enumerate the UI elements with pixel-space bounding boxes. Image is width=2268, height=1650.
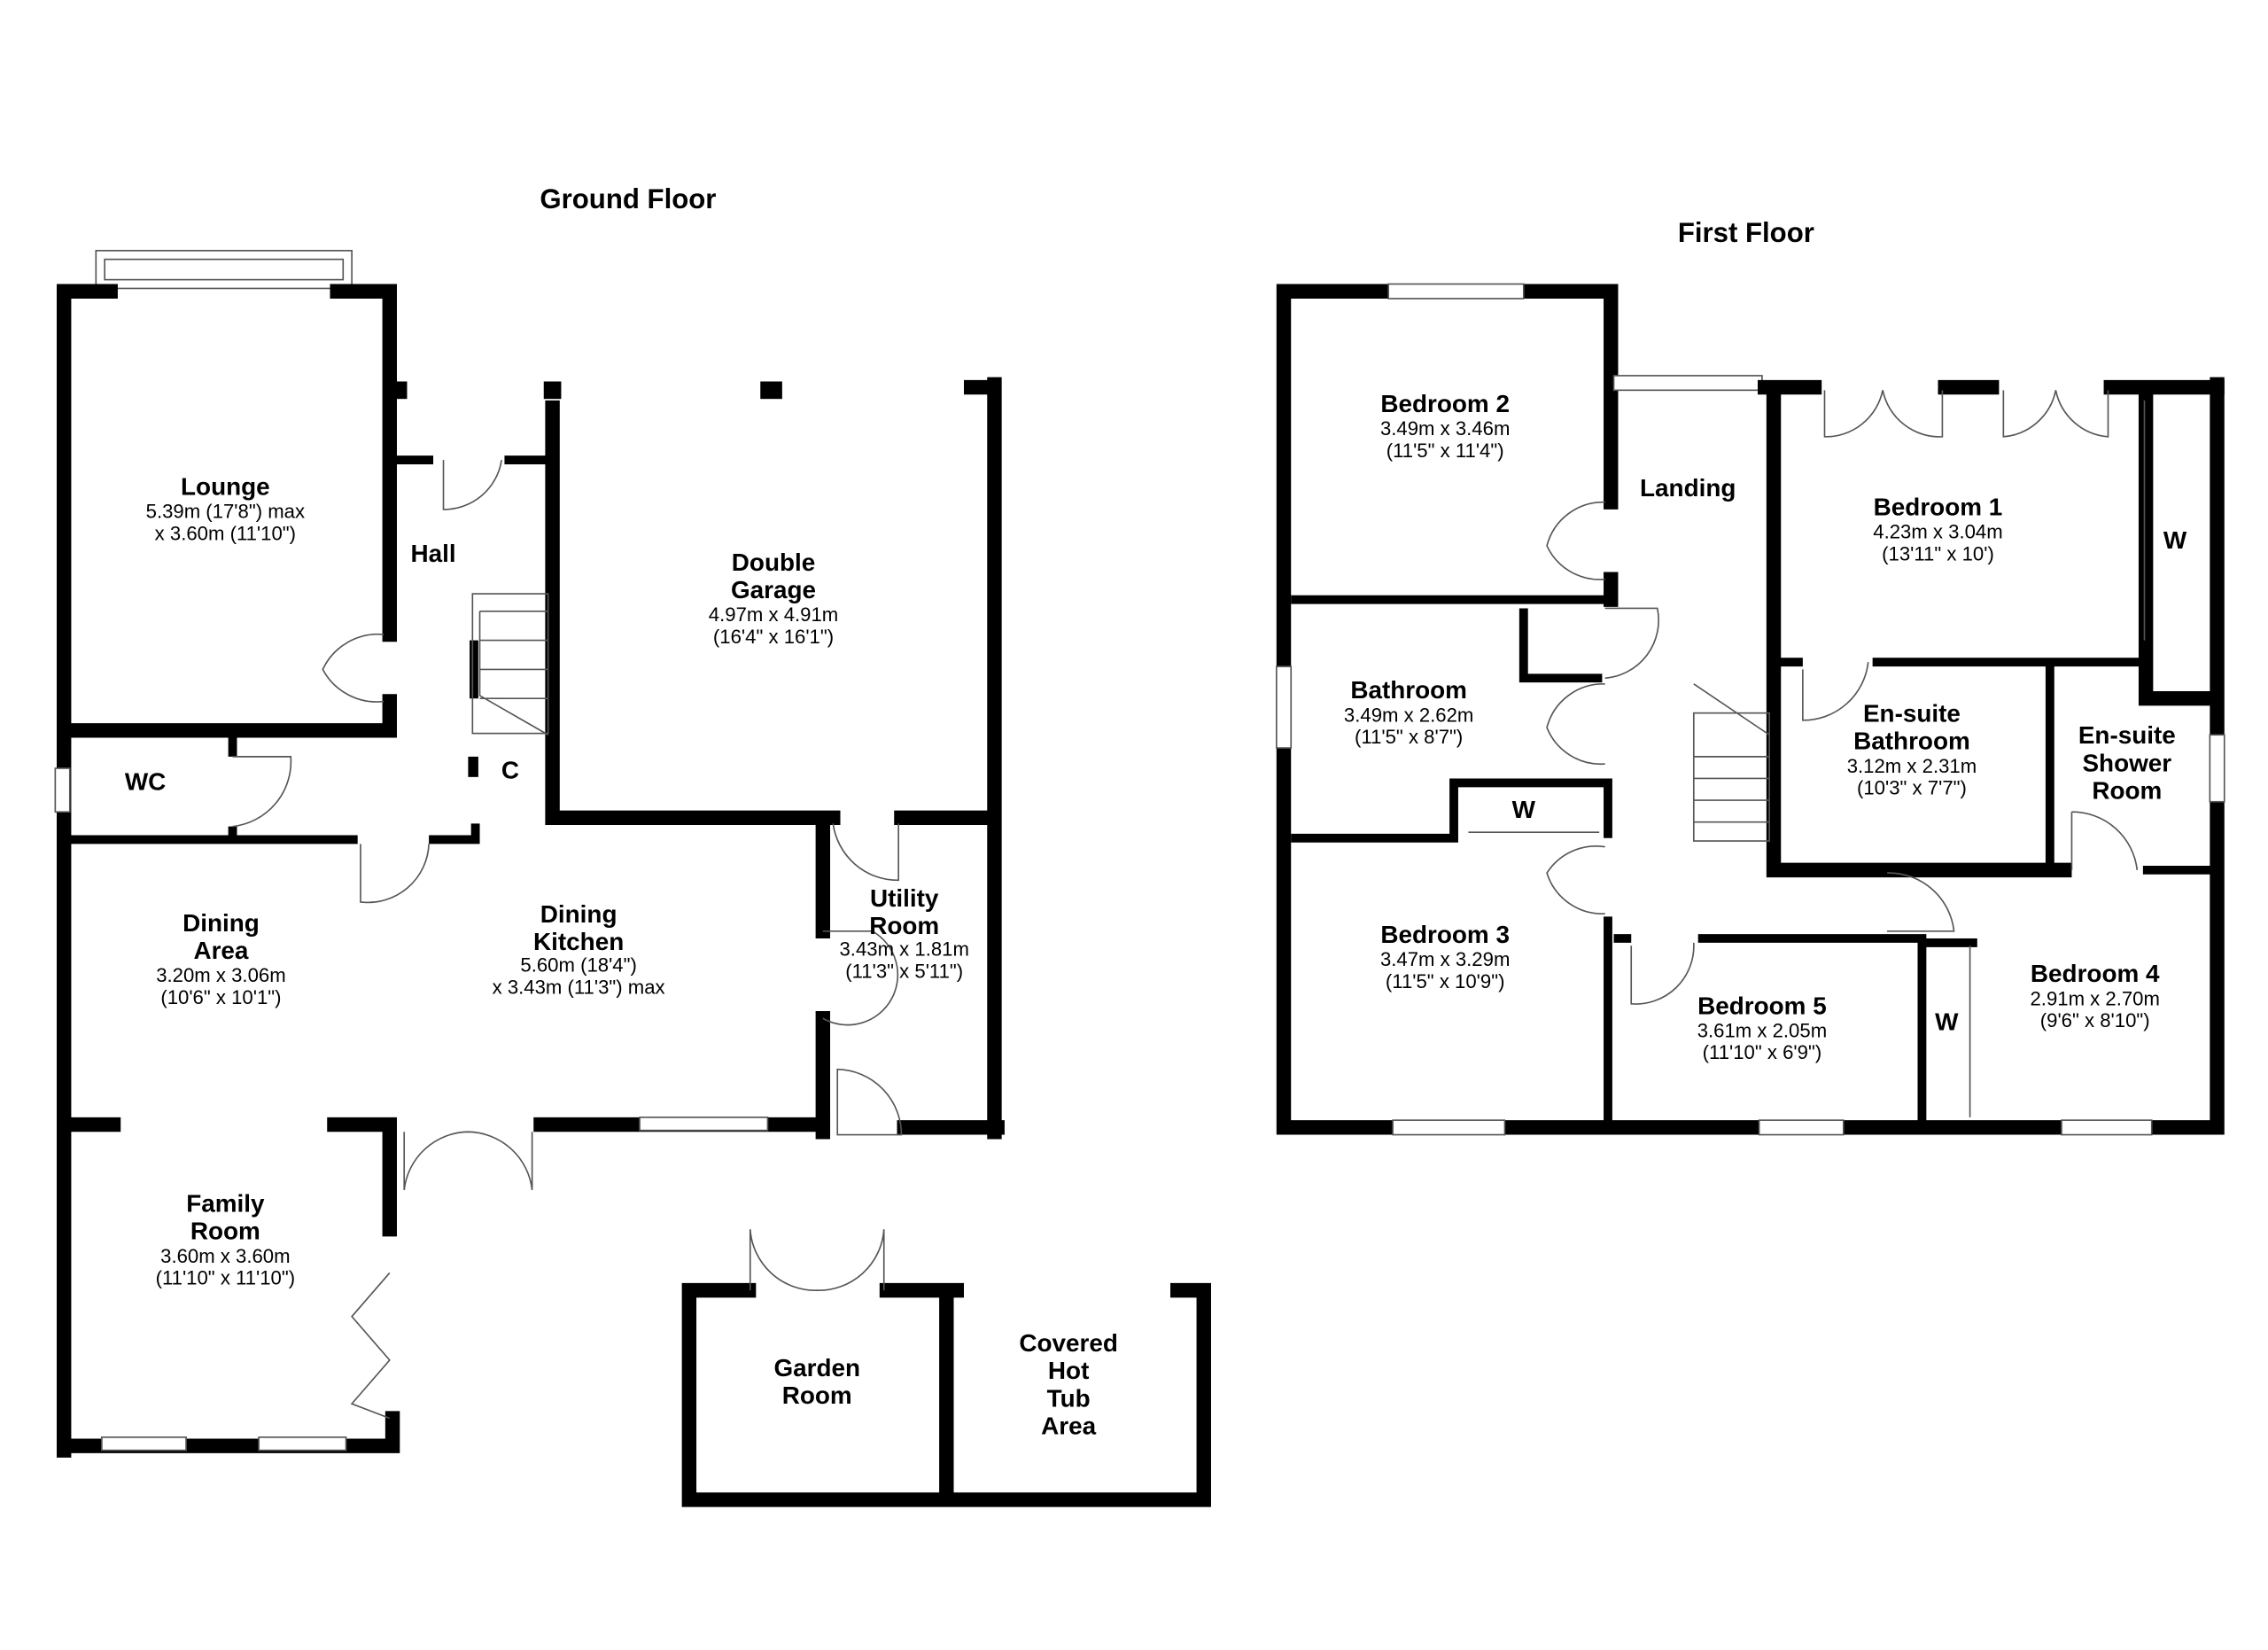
room-utility: Utility Room 3.43m x 1.81m (11'3" x 5'11… xyxy=(839,884,968,982)
room-name: En-suite xyxy=(1863,699,1961,727)
room-dims: 3.60m x 3.60m xyxy=(160,1245,290,1267)
room-name: Bedroom 3 xyxy=(1380,921,1510,948)
room-dims: 3.49m x 2.62m xyxy=(1344,704,1473,726)
room-dims: (13'11" x 10') xyxy=(1882,542,1994,564)
room-name: Lounge xyxy=(181,472,270,500)
room-dims: (11'10" x 11'10") xyxy=(156,1267,296,1289)
room-name: Bedroom 4 xyxy=(2031,960,2160,987)
room-dining-area: Dining Area 3.20m x 3.06m (10'6" x 10'1"… xyxy=(156,909,285,1008)
room-name: Room xyxy=(782,1381,852,1409)
room-dims: (11'5" x 8'7") xyxy=(1355,726,1463,748)
room-dims: 5.60m (18'4") xyxy=(520,954,636,977)
room-dims: x 3.43m (11'3") max xyxy=(493,976,665,998)
room-name: Area xyxy=(1041,1413,1096,1440)
ground-floor-walls xyxy=(54,249,1211,1507)
first-doors xyxy=(1468,390,2146,1117)
room-hot-tub: Covered Hot Tub Area xyxy=(1019,1329,1118,1440)
room-bedroom2: Bedroom 2 3.49m x 3.46m (11'5" x 11'4") xyxy=(1380,390,1510,462)
room-name: Bathroom xyxy=(1350,676,1467,704)
room-name: Family xyxy=(186,1190,265,1218)
room-name: Area xyxy=(193,937,248,964)
room-name: Bedroom 1 xyxy=(1874,493,2003,520)
room-name: En-suite xyxy=(2078,721,2176,749)
room-name: Garage xyxy=(731,576,816,603)
room-name: Dining xyxy=(183,909,260,937)
room-name: Dining xyxy=(540,900,617,928)
room-dims: 3.43m x 1.81m xyxy=(839,938,968,961)
room-dims: (11'5" x 10'9") xyxy=(1386,970,1505,992)
room-name: Bedroom 2 xyxy=(1380,390,1510,417)
room-name: Garden xyxy=(773,1354,860,1381)
room-bathroom: Bathroom 3.49m x 2.62m (11'5" x 8'7") xyxy=(1344,676,1473,748)
room-dims: (11'5" x 11'4") xyxy=(1386,440,1504,462)
first-floor-title: First Floor xyxy=(1678,217,1814,248)
room-dims: (9'6" x 8'10") xyxy=(2040,1009,2150,1031)
room-name: Room xyxy=(2092,776,2162,804)
room-name: Double xyxy=(732,549,815,576)
room-name: Utility xyxy=(870,884,939,912)
room-garden-room: Garden Room xyxy=(773,1354,860,1409)
room-bedroom3: Bedroom 3 3.47m x 3.29m (11'5" x 10'9") xyxy=(1380,921,1510,992)
room-dims: (11'10" x 6'9") xyxy=(1703,1041,1822,1063)
room-cupboard: C xyxy=(501,756,519,783)
ground-stairs xyxy=(471,593,549,735)
room-dims: 4.97m x 4.91m xyxy=(709,603,838,626)
room-dims: x 3.60m (11'10") xyxy=(155,522,296,544)
room-name: Tub xyxy=(1047,1384,1091,1412)
room-lounge: Lounge 5.39m (17'8") max x 3.60m (11'10"… xyxy=(146,472,305,544)
room-ensuite-shower: En-suite Shower Room xyxy=(2078,721,2176,804)
room-dims: 3.12m x 2.31m xyxy=(1847,755,1977,777)
room-dims: (11'3" x 5'11") xyxy=(845,960,963,982)
room-wardrobe2: W xyxy=(1512,796,1536,823)
room-dims: 3.20m x 3.06m xyxy=(156,964,285,986)
room-family-room: Family Room 3.60m x 3.60m (11'10" x 11'1… xyxy=(156,1190,296,1289)
room-bedroom1: Bedroom 1 4.23m x 3.04m (13'11" x 10') xyxy=(1873,493,2002,564)
room-name: Bathroom xyxy=(1853,728,1970,755)
first-floor-walls xyxy=(1275,283,2225,1136)
room-bedroom4: Bedroom 4 2.91m x 2.70m (9'6" x 8'10") xyxy=(2030,960,2160,1031)
room-name: Room xyxy=(869,912,939,939)
room-landing: Landing xyxy=(1640,474,1736,502)
room-dims: 3.49m x 3.46m xyxy=(1380,417,1510,440)
room-dims: 2.91m x 2.70m xyxy=(2030,987,2159,1009)
room-dims: (10'6" x 10'1") xyxy=(160,986,281,1008)
room-wardrobe3: W xyxy=(1935,1008,1959,1035)
room-dims: 4.23m x 3.04m xyxy=(1873,521,2002,543)
room-garage: Double Garage 4.97m x 4.91m (16'4" x 16'… xyxy=(709,549,838,648)
room-name: Bedroom 5 xyxy=(1697,992,1827,1019)
room-wc: WC xyxy=(125,768,166,796)
ground-doors xyxy=(232,459,903,1420)
room-name: Shower xyxy=(2082,749,2171,776)
first-stairs xyxy=(1692,683,1770,842)
room-name: Hot xyxy=(1048,1357,1089,1384)
ground-floor-title: Ground Floor xyxy=(540,183,716,214)
room-ensuite-bathroom: En-suite Bathroom 3.12m x 2.31m (10'3" x… xyxy=(1847,699,1977,798)
room-dims: 3.47m x 3.29m xyxy=(1380,948,1510,970)
room-name: Kitchen xyxy=(533,928,624,955)
room-dims: (10'3" x 7'7") xyxy=(1857,777,1967,799)
room-name: Room xyxy=(190,1218,260,1245)
room-labels: Lounge 5.39m (17'8") max x 3.60m (11'10"… xyxy=(125,390,2187,1440)
room-dims: 3.61m x 2.05m xyxy=(1697,1020,1827,1042)
room-hall: Hall xyxy=(410,540,455,567)
room-name: Covered xyxy=(1019,1329,1118,1357)
room-wardrobe1: W xyxy=(2163,526,2187,554)
room-dims: 5.39m (17'8") max xyxy=(146,501,305,523)
room-dining-kitchen: Dining Kitchen 5.60m (18'4") x 3.43m (11… xyxy=(493,900,665,998)
room-dims: (16'4" x 16'1") xyxy=(713,626,834,648)
room-bedroom5: Bedroom 5 3.61m x 2.05m (11'10" x 6'9") xyxy=(1697,992,1827,1063)
